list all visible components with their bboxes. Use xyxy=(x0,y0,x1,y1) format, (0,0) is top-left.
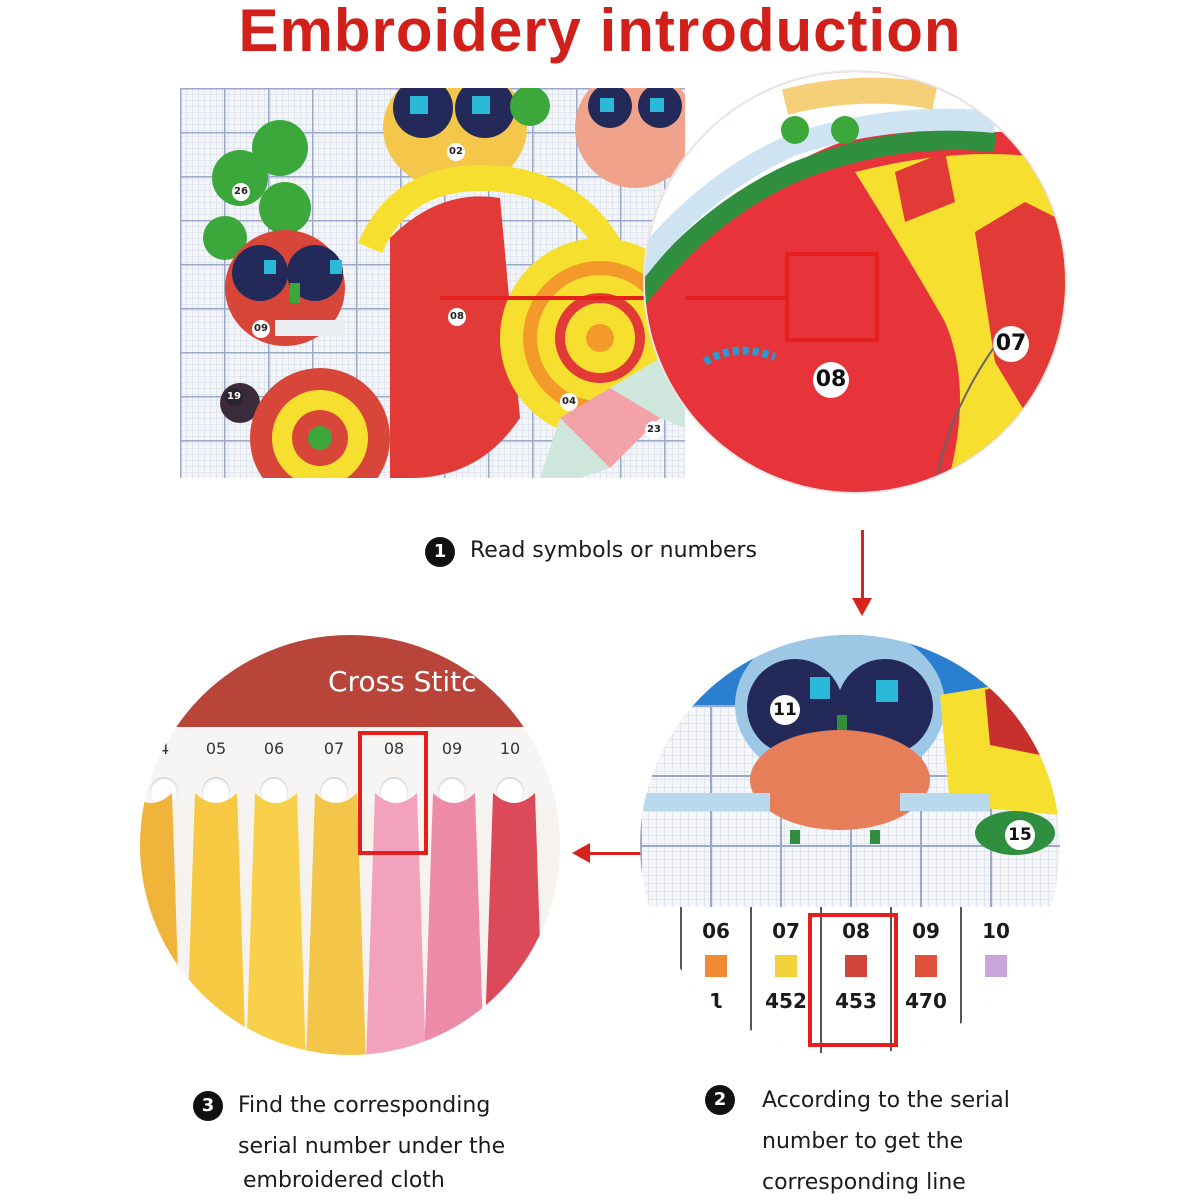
arrow-down-head-icon xyxy=(852,598,872,616)
step-2-badge: 2 xyxy=(705,1085,735,1115)
step-3-line-3: embroidered cloth xyxy=(243,1168,445,1193)
page-title: Embroidery introduction xyxy=(238,0,962,64)
chart-symbol-11: 11 xyxy=(770,695,800,725)
clover-motif xyxy=(203,120,311,260)
legend-cell-highlight: 08 453 xyxy=(820,907,890,1055)
thread-label: 10 xyxy=(499,739,521,758)
legend-code: 09 xyxy=(912,919,940,943)
thread-skein xyxy=(424,793,484,1055)
thread-label-highlight: 08 xyxy=(383,739,405,758)
legend-dmc: 470 xyxy=(905,989,947,1013)
symbol-08: 08 xyxy=(448,308,466,326)
arrow-down-icon xyxy=(861,530,864,602)
symbol-04: 04 xyxy=(560,393,578,411)
thread-skein xyxy=(140,793,181,1055)
thread-label: 4 xyxy=(158,739,170,758)
zoom-highlight-box xyxy=(785,252,879,342)
legend-dmc: 453 xyxy=(835,989,877,1013)
thread-skein-highlight xyxy=(366,793,426,1055)
chart-symbol-15: 15 xyxy=(1005,820,1035,850)
legend-code: 08 xyxy=(842,919,870,943)
thread-skein xyxy=(306,793,366,1055)
thread-card-magnifier: Cross Stitc 4 05 06 07 08 09 10 xyxy=(140,635,560,1055)
pattern-image: 02 26 09 08 19 04 23 xyxy=(180,88,685,478)
step-2-line-1: According to the serial xyxy=(762,1088,1010,1113)
legend-cell: 07 452 xyxy=(750,907,820,1055)
legend-swatch xyxy=(775,955,797,977)
color-legend-table xyxy=(640,907,1060,1055)
step-2-line-3: corresponding line xyxy=(762,1170,966,1195)
legend-dmc: 452 xyxy=(765,989,807,1013)
legend-cell: 09 470 xyxy=(890,907,960,1055)
chart-magnifier: 11 15 06 1 07 452 08 453 09 470 10 xyxy=(640,635,1060,1055)
zoom-pointer-line xyxy=(685,296,785,300)
red-body xyxy=(390,196,520,478)
thread-label: 09 xyxy=(441,739,463,758)
legend-cell: 10 xyxy=(960,907,1030,1055)
legend-swatch xyxy=(705,955,727,977)
legend-swatch xyxy=(915,955,937,977)
thread-label: 07 xyxy=(323,739,345,758)
legend-swatch xyxy=(985,955,1007,977)
thread-label: 06 xyxy=(263,739,285,758)
zoom-magnifier: 07 08 xyxy=(645,72,1065,492)
legend-code: 10 xyxy=(982,919,1010,943)
thread-skein xyxy=(186,793,246,1055)
step-1-badge: 1 xyxy=(425,537,455,567)
pattern-artwork xyxy=(203,88,685,478)
thread-card-header xyxy=(140,635,560,727)
legend-code: 06 xyxy=(702,919,730,943)
step-3-line-2: serial number under the xyxy=(238,1134,506,1159)
thread-label: 05 xyxy=(205,739,227,758)
thread-skein xyxy=(484,793,544,1055)
thread-skein xyxy=(246,793,306,1055)
zoom-symbol-07: 07 xyxy=(993,326,1029,362)
step-2-line-2: number to get the xyxy=(762,1129,964,1154)
step-1-text: Read symbols or numbers xyxy=(470,538,757,563)
zoom-artwork xyxy=(645,72,1065,492)
legend-cell: 06 1 xyxy=(680,907,750,1055)
legend-code: 07 xyxy=(772,919,800,943)
arrow-left-head-icon xyxy=(572,843,590,863)
symbol-19: 19 xyxy=(225,388,243,406)
symbol-23: 23 xyxy=(645,421,663,439)
symbol-02: 02 xyxy=(447,143,465,161)
legend-highlight-box xyxy=(808,913,898,1047)
symbol-09: 09 xyxy=(252,320,270,338)
step-3-badge: 3 xyxy=(193,1091,223,1121)
thread-card-title: Cross Stitc xyxy=(328,665,477,698)
legend-swatch xyxy=(845,955,867,977)
arrow-left-icon xyxy=(590,852,645,855)
zoom-symbol-08: 08 xyxy=(813,362,849,398)
legend-dmc: 1 xyxy=(709,989,723,1013)
symbol-26: 26 xyxy=(232,183,250,201)
thread-highlight-box xyxy=(358,731,428,855)
chart-artwork xyxy=(640,635,1060,855)
step-3-line-1: Find the corresponding xyxy=(238,1093,491,1118)
